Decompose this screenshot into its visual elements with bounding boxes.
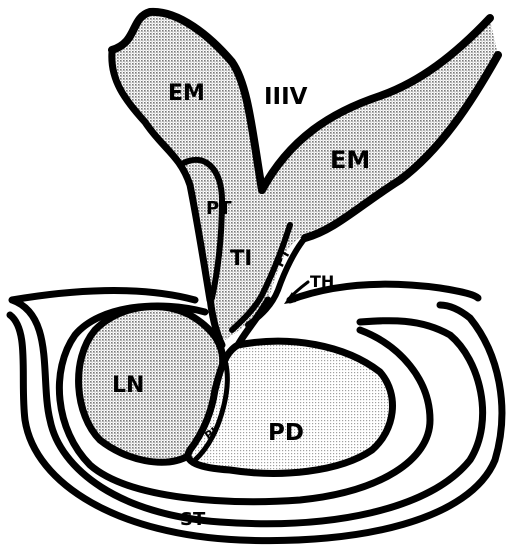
label-pt-upper: PT — [206, 198, 232, 219]
label-st: ST — [180, 509, 206, 530]
label-ln: LN — [112, 373, 144, 398]
label-ti: TI — [230, 246, 252, 270]
label-th: TH — [310, 272, 334, 291]
label-pd: PD — [268, 420, 304, 446]
label-em-left: EM — [168, 81, 205, 106]
label-third-ventricle: IIIV — [264, 84, 308, 110]
label-em-right: EM — [330, 146, 370, 174]
